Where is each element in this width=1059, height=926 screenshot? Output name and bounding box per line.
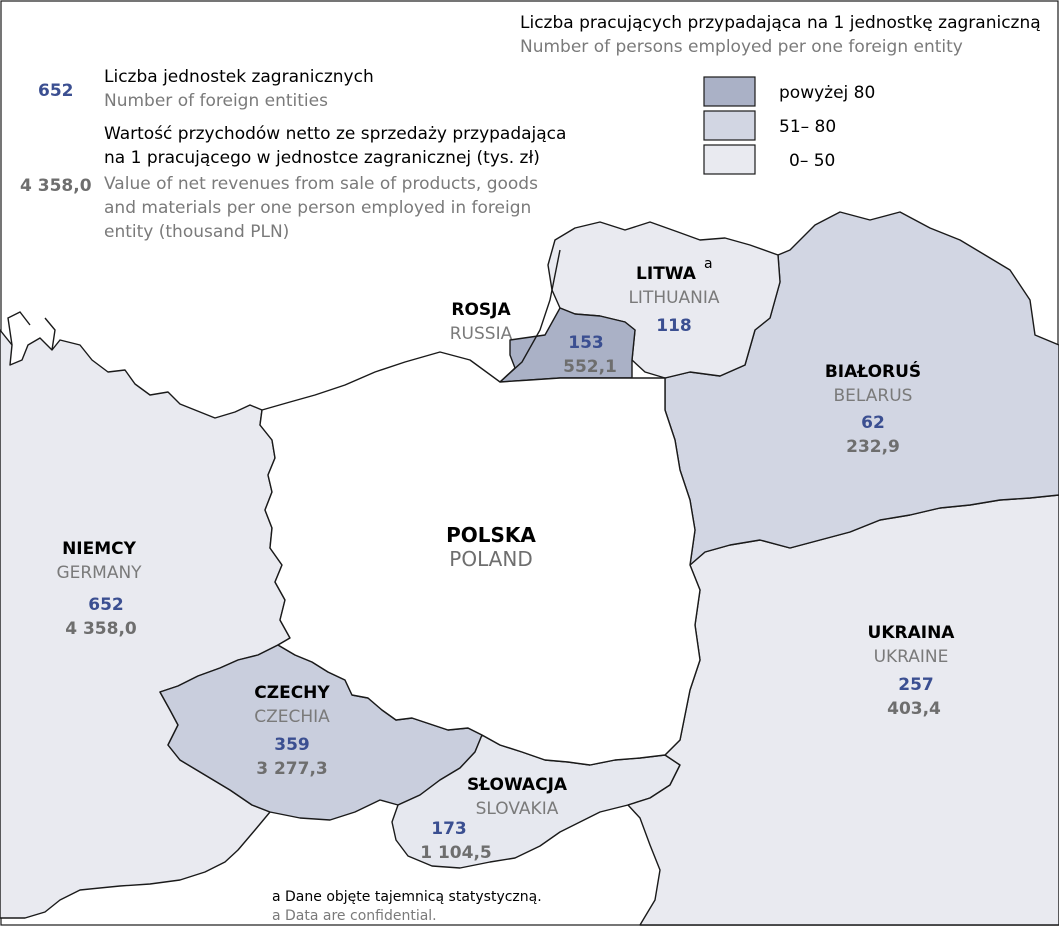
legend-label-0-50: 0– 50 (789, 151, 835, 171)
footnote-pl: a Dane objęte tajemnicą statystyczną. (272, 889, 542, 905)
label-lithuania-en: LITHUANIA (628, 288, 719, 308)
coastline-spit (499, 249, 561, 383)
label-ukraine-pl: UKRAINA (868, 623, 956, 643)
legend-count-example: 652 (38, 81, 74, 101)
label-germany-pl: NIEMCY (62, 539, 137, 559)
legend-classes-title-en: Number of persons employed per one forei… (520, 37, 963, 57)
label-ukraine-count: 257 (898, 675, 934, 695)
legend-count-pl: Liczba jednostek zagranicznych (104, 67, 374, 87)
legend-revenue-en-3: entity (thousand PLN) (104, 222, 289, 242)
country-poland (259, 351, 701, 766)
legend-label-51-80: 51– 80 (779, 117, 836, 137)
label-ukraine-en: UKRAINE (874, 647, 949, 667)
label-ukraine-revenue: 403,4 (887, 699, 941, 719)
country-germany (0, 329, 291, 919)
label-russia-en: RUSSIA (450, 324, 513, 344)
legend-revenue-example: 4 358,0 (20, 176, 92, 196)
legend-count-en: Number of foreign entities (104, 91, 328, 111)
label-lithuania-count: 118 (656, 316, 692, 336)
legend-classes-title-pl: Liczba pracujących przypadająca na 1 jed… (520, 13, 1041, 33)
legend-swatch-0-50 (703, 144, 756, 175)
legend-swatch-above-80 (703, 76, 756, 107)
label-slovakia-pl: SŁOWACJA (467, 775, 568, 795)
legend-revenue-pl-1: Wartość przychodów netto ze sprzedaży pr… (104, 124, 566, 144)
label-slovakia-revenue: 1 104,5 (420, 843, 492, 863)
label-czechia-count: 359 (274, 735, 310, 755)
label-belarus-count: 62 (861, 413, 885, 433)
label-poland-en: POLAND (449, 547, 532, 571)
label-czechia-revenue: 3 277,3 (256, 759, 328, 779)
legend-label-above-80: powyżej 80 (779, 83, 875, 103)
label-belarus-en: BELARUS (834, 386, 913, 406)
label-belarus-revenue: 232,9 (846, 437, 900, 457)
label-russia-pl: ROSJA (451, 300, 511, 320)
legend-revenue-pl-2: na 1 pracującego w jednostce zagraniczne… (104, 148, 540, 168)
label-slovakia-count: 173 (431, 819, 467, 839)
label-lithuania-superscript: a (704, 256, 713, 272)
label-lithuania-pl: LITWA (636, 264, 697, 284)
coastline-west (7, 311, 56, 351)
label-poland-pl: POLSKA (446, 523, 536, 547)
label-czechia-en: CZECHIA (254, 707, 330, 727)
label-russia-revenue: 552,1 (563, 357, 617, 377)
label-belarus-pl: BIAŁORUŚ (825, 360, 921, 382)
label-germany-count: 652 (88, 595, 124, 615)
footnote-en: a Data are confidential. (272, 908, 437, 924)
legend-revenue-en-2: and materials per one person employed in… (104, 198, 531, 218)
label-russia-count: 153 (568, 333, 604, 353)
label-germany-revenue: 4 358,0 (65, 619, 137, 639)
legend-revenue-en-1: Value of net revenues from sale of produ… (104, 174, 538, 194)
label-slovakia-en: SLOVAKIA (476, 799, 559, 819)
label-germany-en: GERMANY (56, 563, 142, 583)
label-czechia-pl: CZECHY (254, 683, 330, 703)
legend-swatch-51-80 (703, 110, 756, 141)
